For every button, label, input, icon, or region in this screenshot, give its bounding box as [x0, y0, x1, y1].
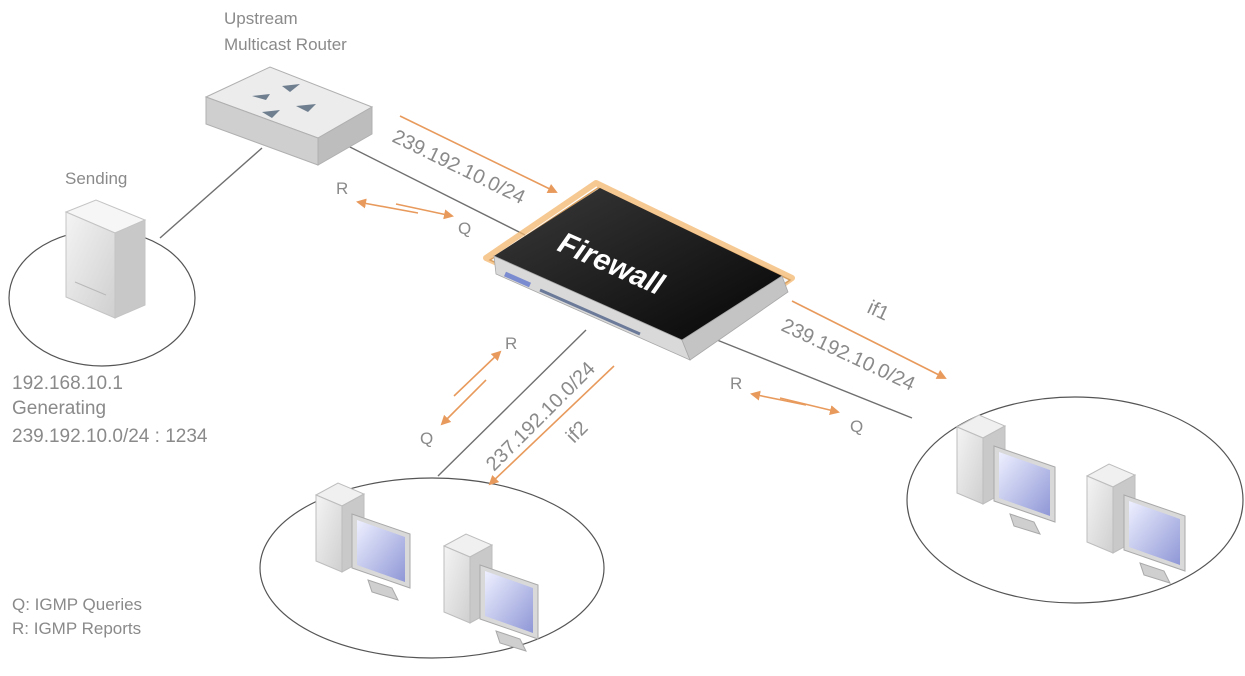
if1-query-arrow — [779, 397, 840, 415]
if1-multicast-arrow — [791, 300, 947, 379]
link-router-firewall — [339, 141, 526, 236]
sender-label: Sending — [65, 169, 127, 188]
link-firewall-if2 — [437, 329, 587, 477]
router-label-line2: Multicast Router — [224, 35, 347, 54]
legend-reports: R: IGMP Reports — [12, 619, 141, 638]
firewall-device: Firewall — [483, 180, 795, 361]
router-label-line1: Upstream — [224, 9, 298, 28]
upstream-query-arrow — [395, 203, 454, 220]
if2-query-letter: Q — [420, 429, 433, 448]
if2-pc-left — [314, 482, 411, 601]
if2-name-label: if2 — [562, 417, 592, 447]
upstream-query-letter: Q — [458, 219, 471, 238]
if1-report-letter: R — [730, 374, 742, 393]
if1-group-label: 239.192.10.0/24 — [778, 315, 918, 396]
if1-network-ellipse — [906, 396, 1244, 604]
link-router-sender — [159, 147, 263, 239]
sender-group: 239.192.10.0/24 : 1234 — [12, 426, 208, 447]
upstream-group-label: 239.192.10.0/24 — [389, 126, 529, 209]
if1-name-label: if1 — [864, 297, 892, 326]
sender-ip: 192.168.10.1 — [12, 373, 123, 394]
router-arrows-icon — [252, 84, 316, 118]
if2-pc-right — [442, 533, 539, 652]
if1-report-arrow — [750, 390, 807, 406]
if1-pc-right — [1085, 463, 1186, 584]
if1-query-letter: Q — [850, 417, 863, 436]
if2-report-arrow — [453, 350, 502, 397]
if2-multicast-arrow — [488, 365, 615, 486]
upstream-router — [204, 66, 374, 166]
legend-queries: Q: IGMP Queries — [12, 595, 142, 614]
link-firewall-if1 — [711, 337, 913, 419]
if2-network-ellipse — [259, 477, 605, 659]
sender-server — [64, 199, 147, 319]
sender-generating: Generating — [12, 398, 106, 419]
if2-query-arrow — [440, 379, 487, 426]
upstream-report-letter: R — [336, 179, 348, 198]
upstream-report-arrow — [356, 198, 419, 214]
if1-pc-left — [955, 414, 1056, 535]
upstream-multicast-arrow — [399, 115, 558, 193]
if2-report-letter: R — [505, 334, 517, 353]
